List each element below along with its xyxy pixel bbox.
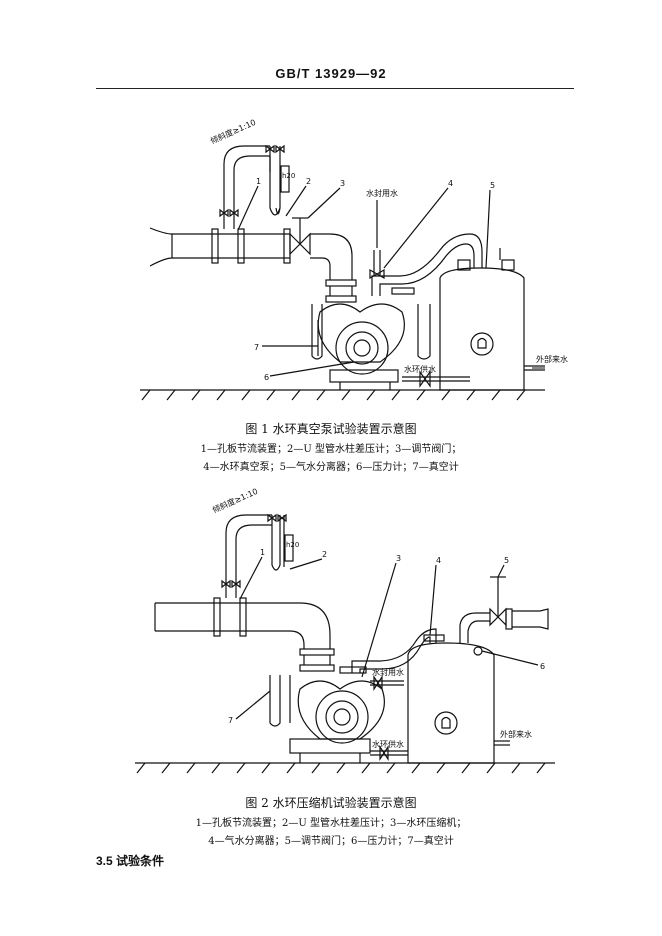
fig2-callout-2: 2 [322, 550, 327, 559]
fig2-seal-water-label: 水封用水 [372, 667, 404, 677]
figure1-diagram: 倾斜度≥1:10 h20 水封用水 水环供水 外部来水 1 2 3 4 5 6 … [140, 117, 568, 401]
fig2-slope-label: 倾斜度≥1:10 [211, 486, 260, 515]
figure1-legend-line1: 1—孔板节流装置；2—U 型管水柱差压计；3—调节阀门； [200, 444, 462, 455]
fig1-h20-label: h20 [282, 172, 295, 180]
fig1-callout-4: 4 [448, 179, 453, 188]
section-heading: 3.5 试验条件 [96, 854, 165, 868]
fig2-callout-5: 5 [504, 556, 509, 565]
fig2-external-water-label: 外部来水 [500, 729, 532, 739]
fig1-callout-5: 5 [490, 181, 495, 190]
fig1-callout-1: 1 [256, 177, 261, 186]
fig1-seal-water-label: 水封用水 [366, 188, 398, 198]
fig1-callout-6: 6 [264, 373, 269, 382]
figure1-caption: 图 1 水环真空泵试验装置示意图 [245, 422, 417, 436]
figure1-legend-line2: 4—水环真空泵；5—气水分离器；6—压力计；7—真空计 [203, 462, 459, 473]
fig1-callout-2: 2 [306, 177, 311, 186]
fig1-slope-label: 倾斜度≥1:10 [209, 117, 258, 146]
fig2-callout-1: 1 [260, 548, 265, 557]
fig2-ring-water-label: 水环供水 [372, 739, 404, 749]
figure2-legend-line2: 4—气水分离器；5—调节阀门；6—压力计；7—真空计 [208, 836, 454, 847]
standard-header: GB/T 13929—92 [275, 66, 387, 81]
fig1-callout-7: 7 [254, 343, 259, 352]
fig2-h20-label: h20 [286, 541, 299, 549]
header-rule [96, 88, 574, 89]
figure2-diagram: 倾斜度≥1:10 h20 水封用水 水环供水 外部来水 1 2 3 4 5 6 … [135, 486, 555, 774]
fig2-callout-6: 6 [540, 662, 545, 671]
fig1-external-water-label: 外部来水 [536, 354, 568, 364]
fig2-callout-4: 4 [436, 556, 441, 565]
fig2-callout-7: 7 [228, 716, 233, 725]
figure2-caption: 图 2 水环压缩机试验装置示意图 [245, 796, 417, 810]
fig1-callout-3: 3 [340, 179, 345, 188]
fig1-ring-water-label: 水环供水 [404, 364, 436, 374]
fig2-callout-3: 3 [396, 554, 401, 563]
figure2-legend-line1: 1—孔板节流装置；2—U 型管水柱差压计；3—水环压缩机； [195, 818, 467, 829]
